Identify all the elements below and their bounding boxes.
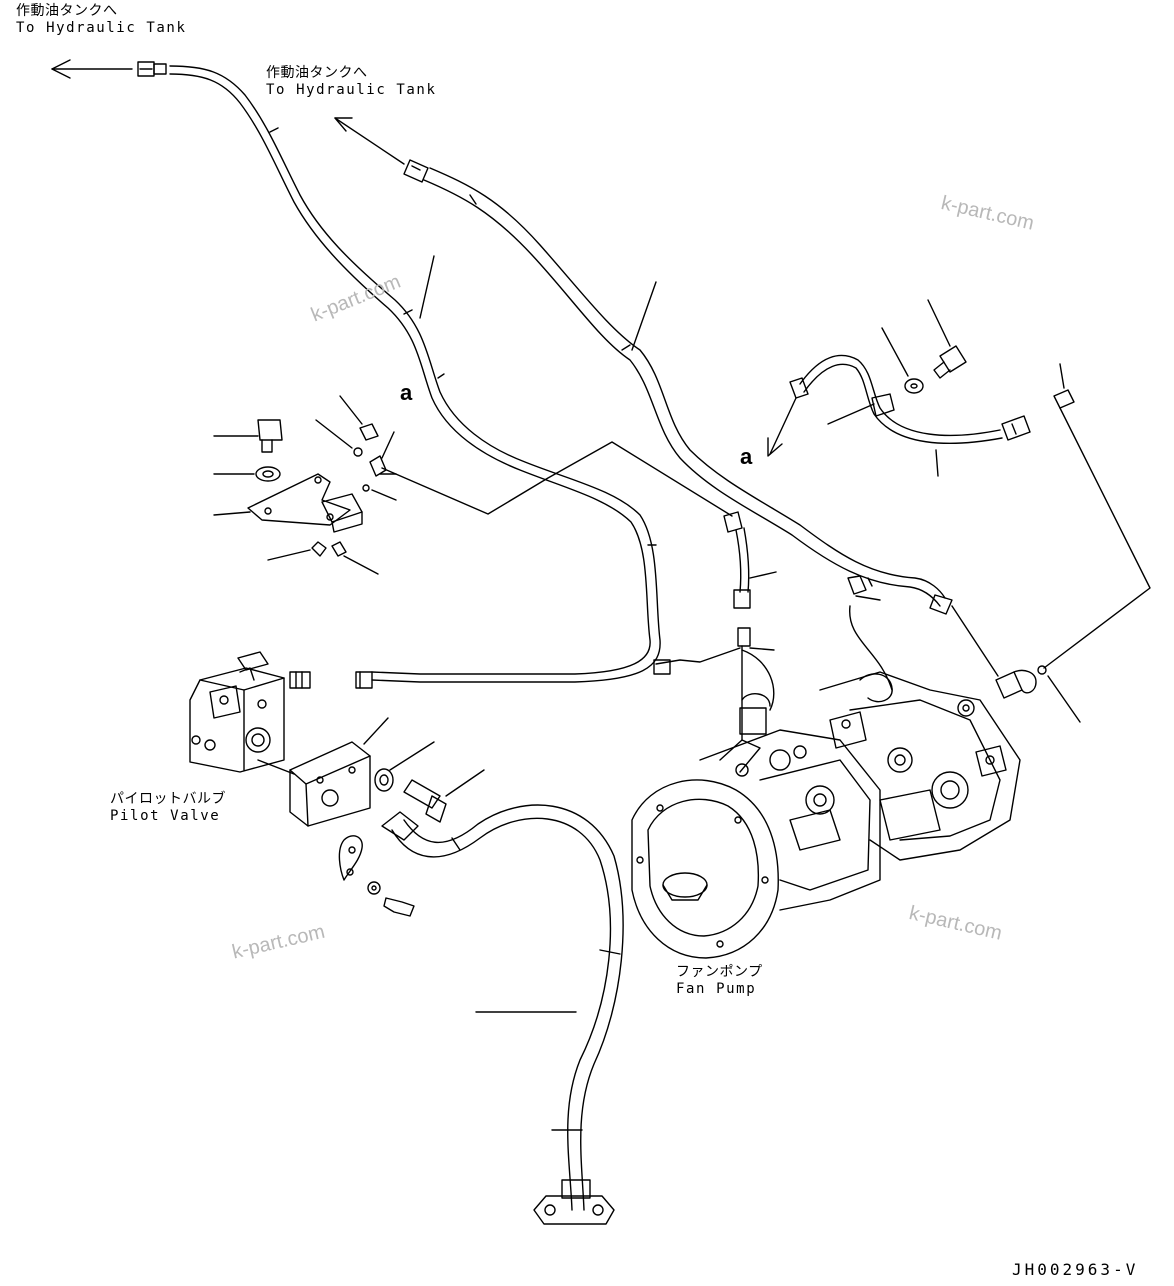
reference-line-a (381, 441, 733, 517)
sensor-tube (723, 511, 777, 741)
adapter-plate (257, 717, 389, 827)
sensor-bracket-assembly (213, 395, 397, 575)
reference-a-right: a (740, 444, 753, 469)
callout-en: Pilot Valve (110, 808, 221, 824)
suction-hose (381, 804, 624, 1225)
fan-pump (631, 575, 1021, 959)
callout-en: Fan Pump (676, 981, 757, 997)
reference-line-right (1043, 407, 1151, 669)
callout-jp: 作動油タンクへ (16, 3, 118, 19)
callout-jp: パイロットバルブ (110, 791, 226, 807)
drawing-code: JH002963-V (1012, 1260, 1139, 1279)
callout-jp: ファンポンプ (676, 964, 763, 980)
return-hose-upper-right (403, 159, 953, 615)
leader-hose-1 (419, 255, 435, 319)
callout-en: To Hydraulic Tank (266, 82, 437, 98)
callout-to-hydraulic-tank-left: 作動油タンクへ To Hydraulic Tank (16, 3, 187, 37)
callout-pilot-valve: パイロットバルブ Pilot Valve (110, 791, 226, 825)
return-hose-upper-left (137, 61, 661, 689)
callout-jp: 作動油タンクへ (266, 65, 368, 81)
flange-bolt (403, 769, 485, 823)
leader-hose-2 (631, 281, 657, 351)
elbow-fitting-right (951, 605, 1037, 699)
pilot-valve (189, 651, 311, 773)
flow-arrow-center (334, 117, 405, 165)
callout-fan-pump: ファンポンプ Fan Pump (676, 964, 763, 998)
callout-en: To Hydraulic Tank (16, 20, 187, 36)
wiring-harness-upper (767, 299, 1075, 477)
split-flange-set (338, 835, 415, 917)
flow-arrow-left (51, 59, 133, 79)
callout-to-hydraulic-tank-center: 作動油タンクへ To Hydraulic Tank (266, 65, 437, 99)
reference-a-upper: a (400, 380, 413, 405)
